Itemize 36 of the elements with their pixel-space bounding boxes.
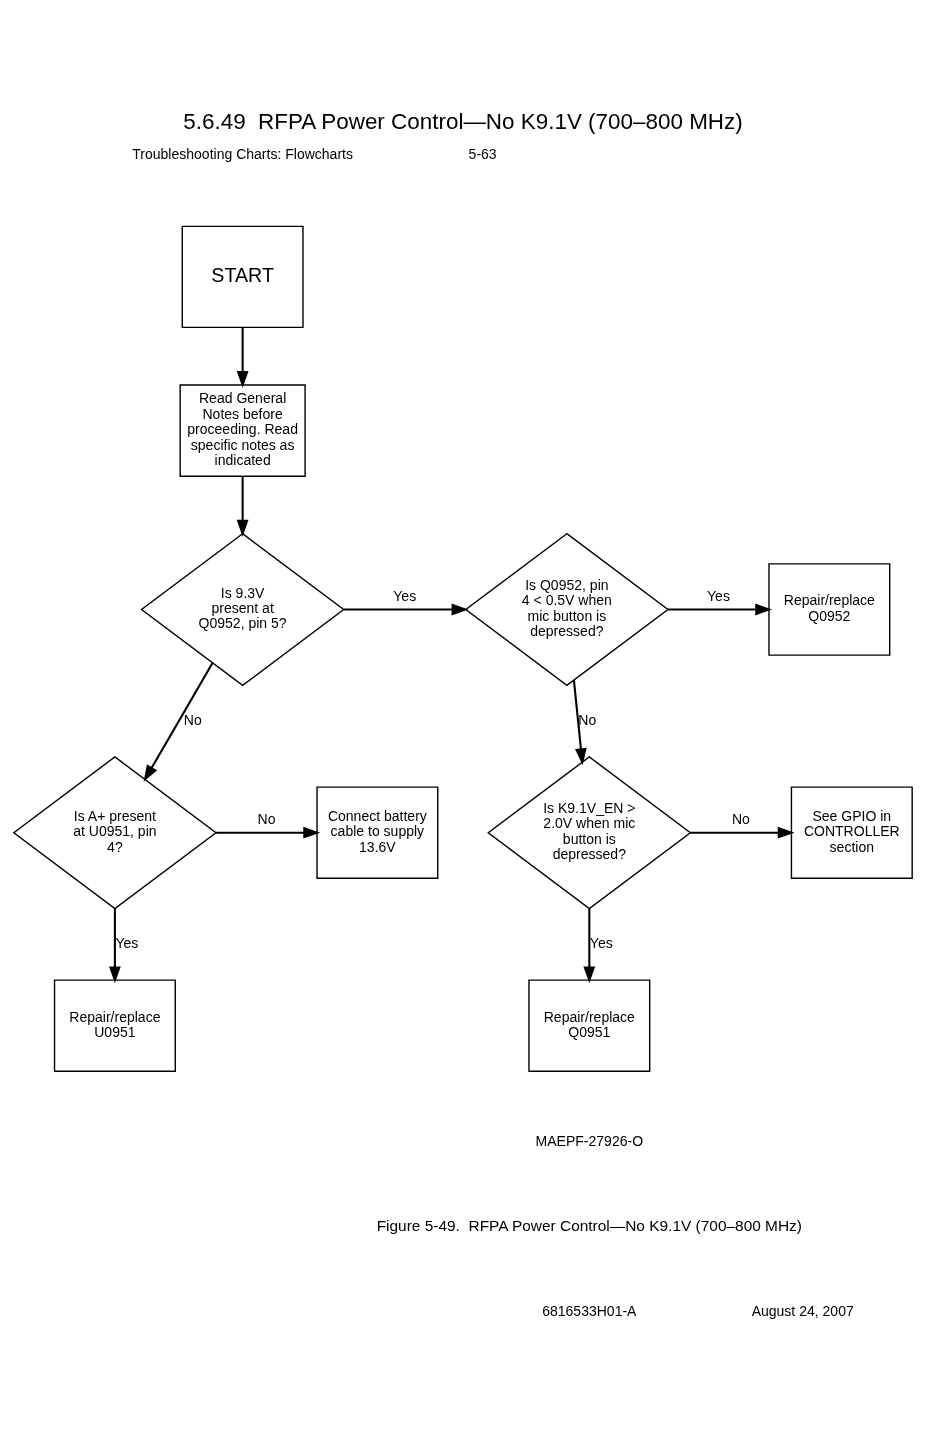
edge-label: Yes: [589, 934, 613, 951]
label: 5-63: [468, 145, 497, 162]
arrow: [143, 662, 214, 782]
arrow: [583, 908, 596, 984]
edge-label: Yes: [707, 588, 730, 605]
edge-label: No: [257, 811, 276, 828]
node-box: Read General Notes before proceeding. Read specific notes as indicated: [179, 384, 306, 477]
arrow: [343, 603, 469, 616]
edge-label: Yes: [393, 588, 417, 605]
node-box: Repair/replace Q0952: [768, 563, 891, 656]
edge-label: Yes: [115, 934, 139, 951]
arrow: [236, 327, 249, 388]
label: Troubleshooting Charts: Flowcharts: [132, 145, 353, 162]
diagram-title: 5.6.49 RFPA Power Control—No K9.1V (700–800 MHz): [183, 109, 743, 135]
node-box: START: [181, 225, 304, 329]
node-diamond: Is A+ present at U0951, pin 4?: [12, 756, 218, 910]
arrow: [216, 826, 321, 839]
arrow: [667, 603, 773, 616]
caption: Figure 5-49. RFPA Power Control—No K9.1V (700–800 MHz): [376, 1217, 802, 1235]
edge-label: No: [183, 711, 202, 728]
edge-label: No: [731, 811, 750, 828]
label: 6816533H01-A: [542, 1302, 637, 1319]
label: MAEPF-27926-O: [535, 1132, 644, 1149]
node-diamond: Is K9.1V_EN > 2.0V when mic button is depressed?: [487, 756, 692, 910]
node-box: Connect battery cable to supply 13.6V: [316, 786, 439, 880]
arrow: [236, 476, 249, 537]
node-diamond: Is Q0952, pin 4 < 0.5V when mic button is depressed?: [464, 532, 670, 687]
node-box: Repair/replace Q0951: [528, 979, 651, 1072]
node-diamond: Is 9.3V present at Q0952, pin 5?: [140, 532, 345, 687]
arrow: [572, 679, 587, 766]
arrow: [690, 826, 795, 839]
arrow: [109, 908, 121, 984]
node-box: Repair/replace U0951: [53, 979, 176, 1072]
node-box: See GPIO in CONTROLLER section: [790, 786, 913, 880]
label: August 24, 2007: [751, 1302, 854, 1319]
edge-label: No: [578, 711, 597, 728]
